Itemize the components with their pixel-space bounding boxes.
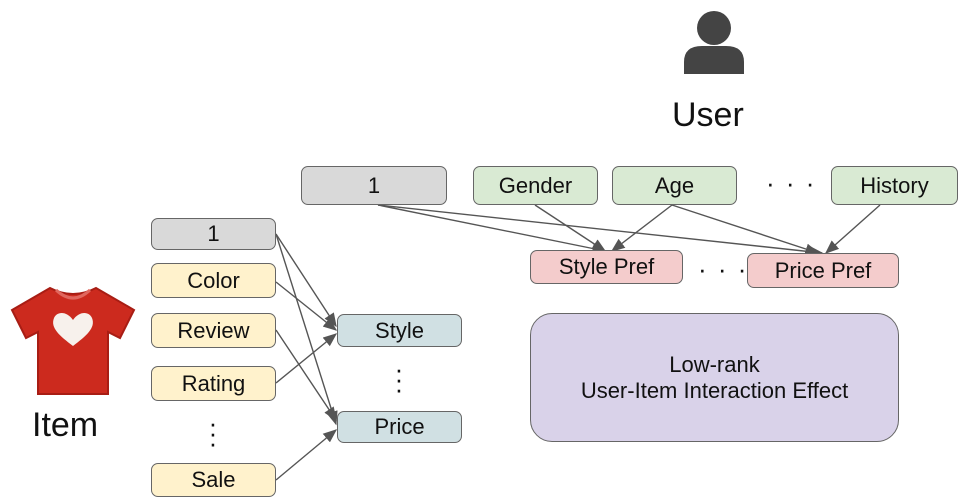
edge-item-1-style [275,233,337,328]
user-features-ellipsis: · · · [766,168,817,198]
edge-sale-price [275,429,338,481]
item-feature-constant: 1 [151,218,276,250]
edge-color-style [275,281,338,331]
item-attrs-ellipsis: ··· [394,354,404,404]
edge-rating-style [275,333,338,384]
item-feature-color: Color [151,263,276,298]
edge-item-1-price [275,233,338,426]
edge-gender-style [534,204,607,252]
user-feature-gender: Gender [473,166,598,205]
user-feature-history: History [831,166,958,205]
item-feature-review: Review [151,313,276,348]
item-feature-rating: Rating [151,366,276,401]
user-silhouette-icon [684,11,744,74]
user-pref-price: Price Pref [747,253,899,288]
item-label: Item [32,406,99,444]
item-attr-style: Style [337,314,462,347]
edge-user-1-style [377,204,607,254]
user-label: User [672,96,744,134]
interaction-line-2: User-Item Interaction Effect [580,377,849,403]
edge-user-1-price [377,204,824,258]
edge-review-price [275,329,337,422]
user-feature-constant: 1 [301,166,447,205]
user-feature-age: Age [612,166,737,205]
item-feature-sale: Sale [151,463,276,497]
user-pref-style: Style Pref [530,250,683,284]
edge-age-style [610,204,673,252]
user-prefs-ellipsis: · · · [698,254,749,284]
interaction-line-1: Low-rank [669,351,760,377]
item-features-ellipsis: ··· [208,408,218,458]
item-attr-price: Price [337,411,462,443]
edge-history-price [824,204,881,254]
edge-age-price [671,204,820,255]
interaction-effect-box: Low-rank User-Item Interaction Effect [530,313,899,442]
tshirt-heart-icon [10,286,136,395]
